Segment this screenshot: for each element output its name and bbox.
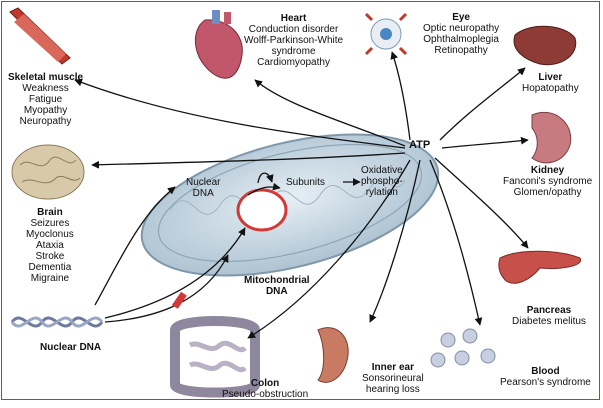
nuclear-dna-helix-image bbox=[12, 318, 102, 326]
arrow-to-kidney bbox=[442, 140, 528, 148]
arrow-to-liver bbox=[440, 68, 525, 140]
kidney-image bbox=[532, 112, 571, 163]
liver-image bbox=[514, 26, 576, 64]
arrow-to-eye bbox=[392, 52, 410, 140]
eye-image bbox=[366, 14, 406, 54]
pancreas-image bbox=[499, 251, 581, 283]
blood-cells-image bbox=[431, 329, 495, 367]
inner-ear-image bbox=[318, 328, 348, 383]
atp-label: ATP bbox=[409, 140, 430, 151]
nuclear-dna-label: Nuclear DNA bbox=[40, 342, 101, 353]
mitochondrial-dna-ring bbox=[238, 190, 286, 230]
brain-image bbox=[12, 145, 84, 199]
heart-image bbox=[195, 10, 242, 78]
skeletal-muscle-image bbox=[10, 8, 70, 64]
mitochondrion-illustration bbox=[128, 108, 453, 302]
subunits-label: Subunits bbox=[286, 177, 325, 188]
